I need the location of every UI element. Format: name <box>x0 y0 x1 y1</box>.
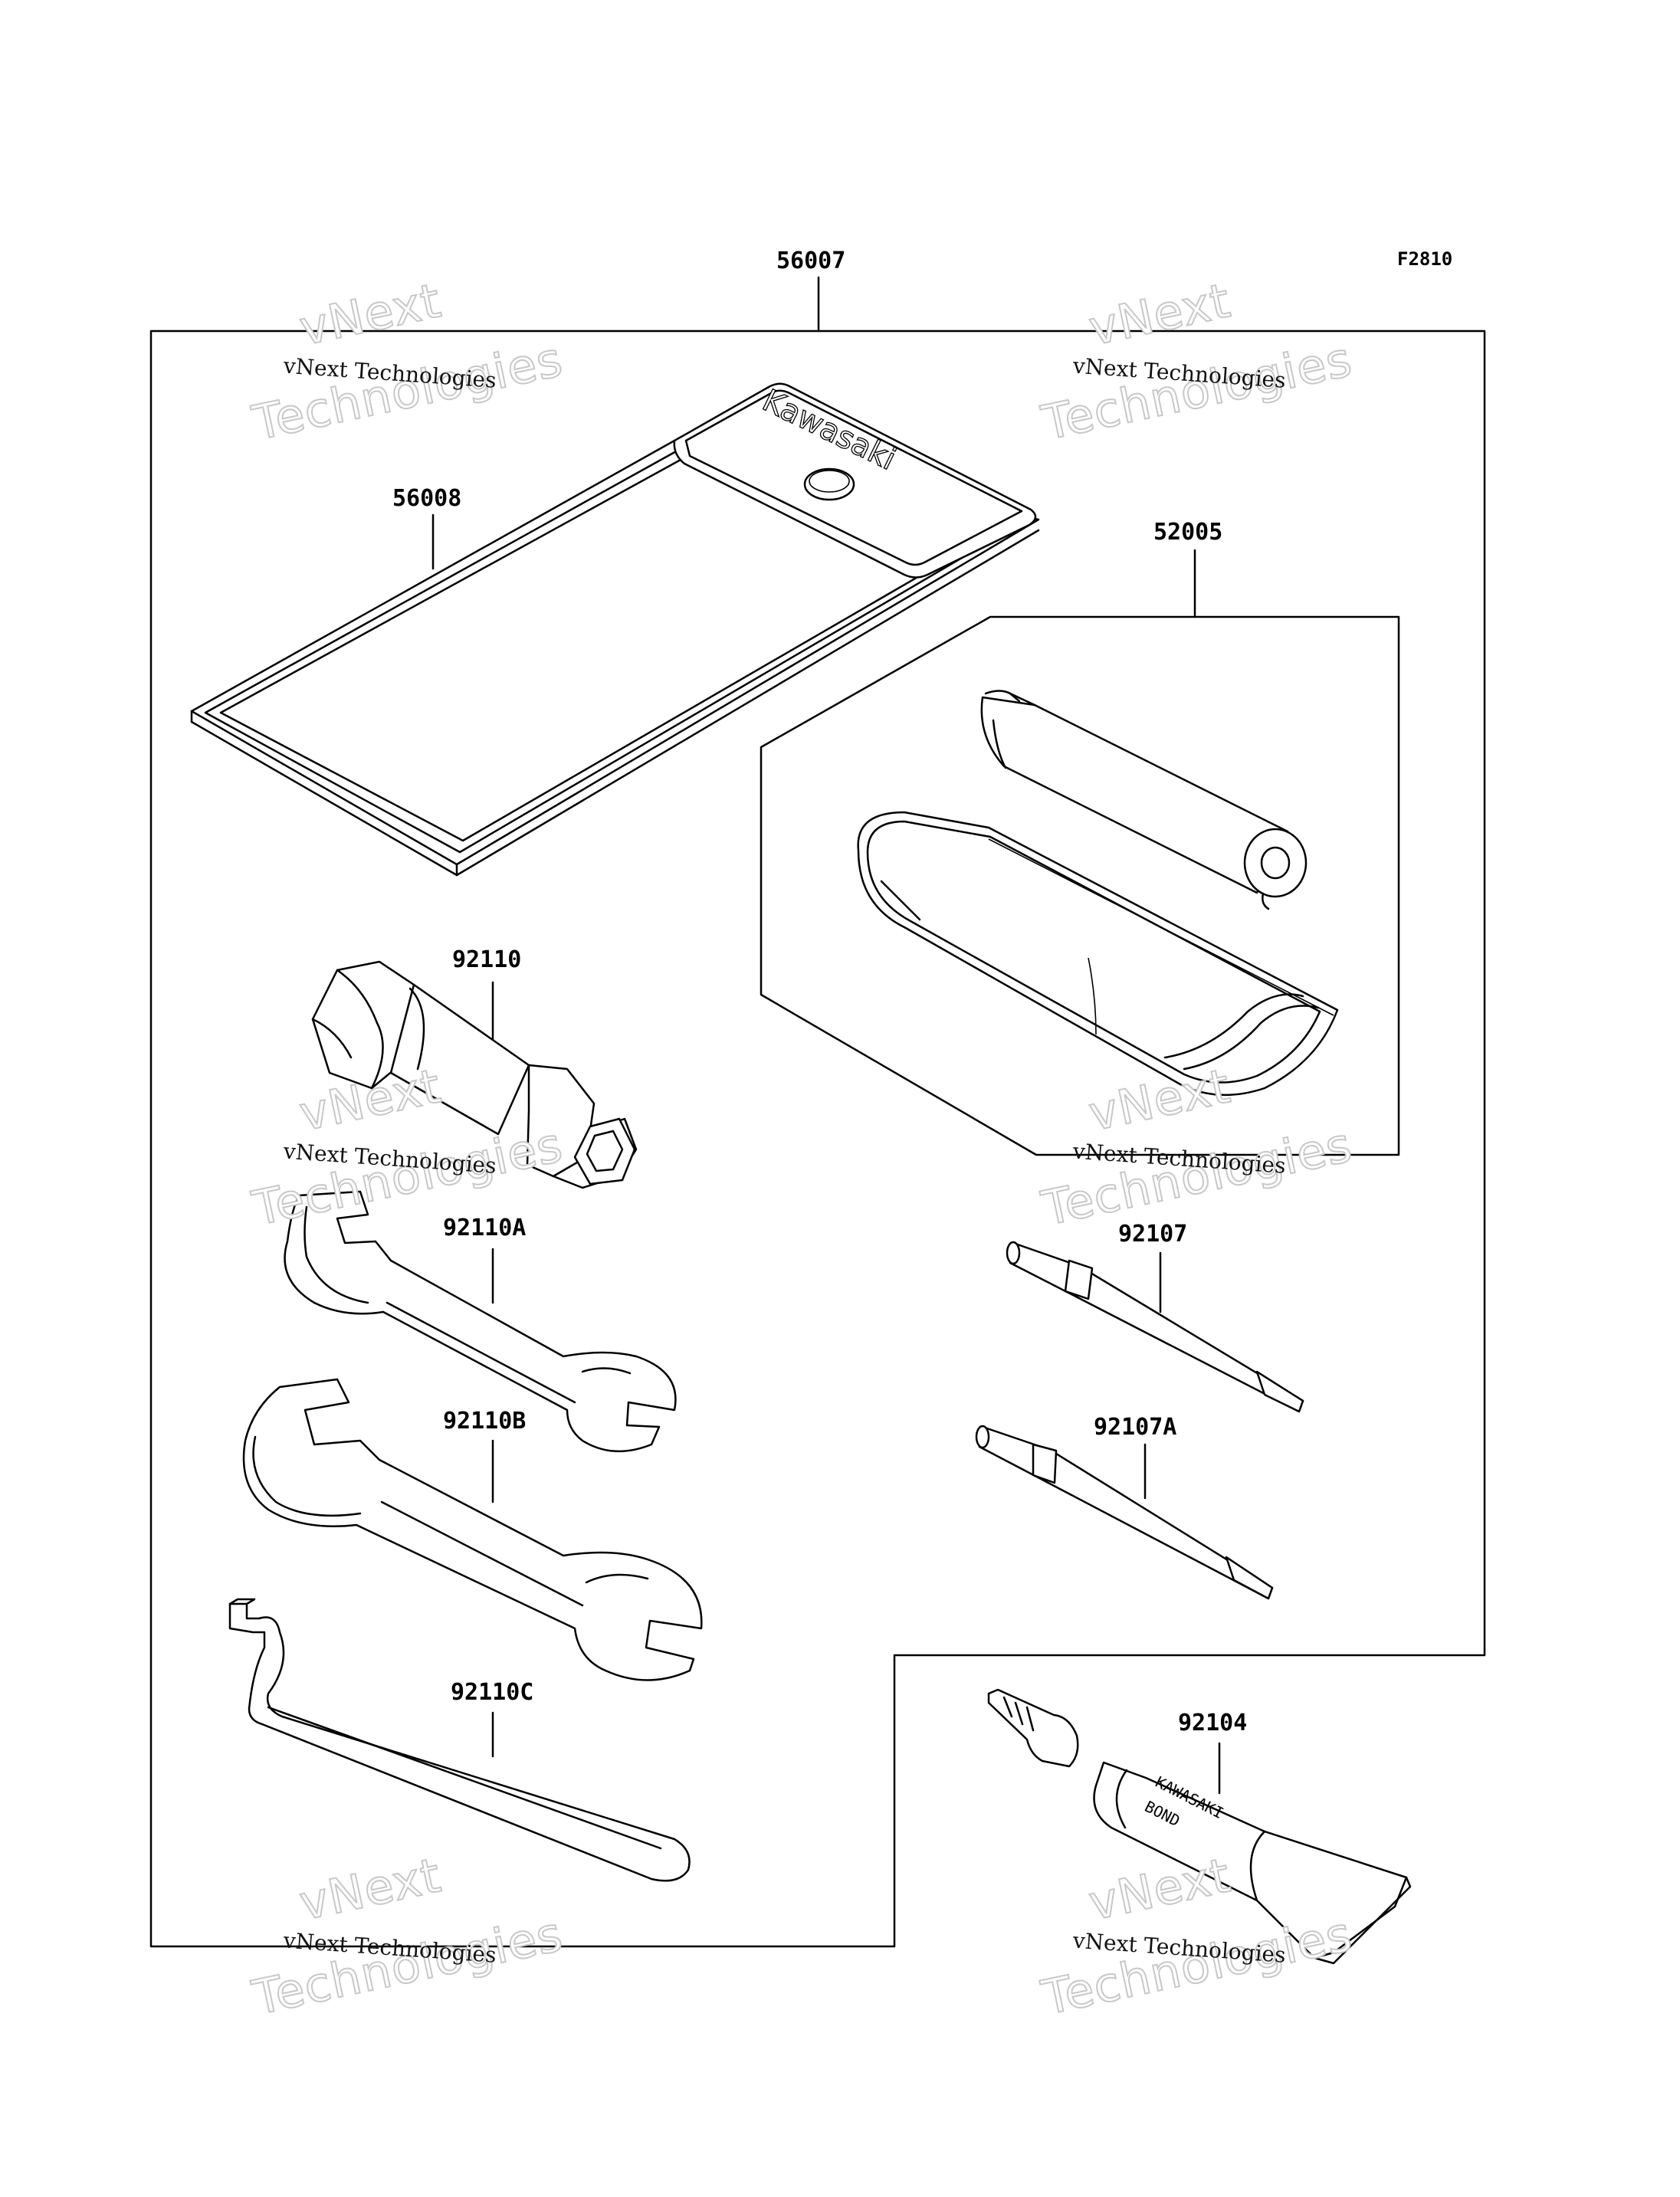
spark-plug-wrench-icon <box>980 690 1308 910</box>
label-92107: 92107 <box>1118 1221 1187 1248</box>
hook-wrench-icon <box>228 1598 691 1882</box>
frame-lines <box>149 276 1486 1948</box>
tool-kit-outline <box>149 330 1486 1948</box>
tool-bag-icon: Kawasaki <box>190 382 1040 877</box>
watermark-bottom-left: vNext Technologies vNext Technologies <box>247 1846 568 2027</box>
svg-text:vNext: vNext <box>1084 272 1235 356</box>
watermark-top-right: vNext Technologies vNext Technologies <box>1036 271 1357 452</box>
label-92107A: 92107A <box>1094 1414 1176 1441</box>
watermark-mid-right: vNext Technologies vNext Technologies <box>1036 1057 1357 1238</box>
plug-pouch-icon <box>857 811 1339 1097</box>
figure-code: F2810 <box>1397 248 1452 270</box>
label-92110: 92110 <box>452 946 521 973</box>
svg-text:Technologies: Technologies <box>1037 1117 1357 1237</box>
svg-text:vNext: vNext <box>1084 1847 1235 1931</box>
svg-text:Technologies: Technologies <box>1037 1906 1357 2026</box>
label-92110B: 92110B <box>443 1408 526 1435</box>
watermark-top-left: vNext Technologies vNext Technologies <box>247 271 568 452</box>
plug-set-outline <box>760 615 1400 1156</box>
label-92110A: 92110A <box>443 1215 526 1241</box>
label-52005: 52005 <box>1153 519 1222 546</box>
label-56008: 56008 <box>392 485 461 512</box>
svg-text:vNext: vNext <box>295 272 446 356</box>
svg-text:vNext: vNext <box>295 1847 446 1931</box>
open-end-wrench-large-icon <box>242 1378 703 1681</box>
screwdriver-a-icon <box>975 1425 1274 1600</box>
box-end-plug-wrench-icon <box>311 960 638 1189</box>
open-end-wrench-icon <box>284 1190 677 1453</box>
svg-text:Technologies: Technologies <box>248 331 567 451</box>
label-56007: 56007 <box>776 248 845 274</box>
screwdriver-icon <box>1006 1241 1304 1413</box>
label-92104: 92104 <box>1178 1710 1247 1736</box>
svg-text:Technologies: Technologies <box>248 1906 567 2026</box>
svg-text:Technologies: Technologies <box>1037 331 1357 451</box>
part-labels: F2810 56007 56008 52005 92110 92110A 921… <box>392 248 1452 1736</box>
label-92110C: 92110C <box>451 1679 533 1706</box>
